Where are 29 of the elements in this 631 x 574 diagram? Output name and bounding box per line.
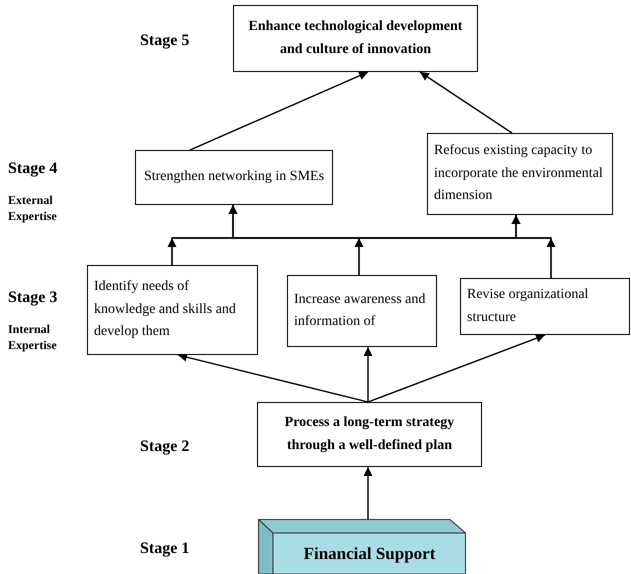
box-text: Increase awareness and information of <box>293 290 426 331</box>
stage-subtitle: External Expertise <box>8 192 58 224</box>
process-box <box>287 275 437 347</box>
arrow <box>368 334 546 403</box>
arrow <box>364 347 372 402</box>
process-box <box>427 133 613 215</box>
process-box <box>135 150 333 205</box>
arrow <box>190 71 368 151</box>
stage-label: Stage 2 <box>140 437 190 457</box>
arrow <box>420 71 512 134</box>
stage-label: Stage 1 <box>140 539 190 559</box>
box-text: Revise organizational structure <box>466 286 590 326</box>
stage-label: Stage 5 <box>140 31 190 51</box>
box-text: Strengthen networking in SMEs <box>142 168 326 186</box>
stage-subtitle: Internal Expertise <box>8 321 58 354</box>
stage-label: Stage 4 <box>8 159 58 179</box>
stage-label: Stage 3 <box>8 288 58 308</box>
arrow <box>178 352 368 403</box>
process-box <box>233 5 478 72</box>
box-text: Financial Support <box>302 542 436 565</box>
box-text: Identify needs of knowledge and skills and develop them <box>93 278 237 342</box>
process-box <box>87 265 258 355</box>
arrow <box>512 215 552 278</box>
box-text: Refocus existing capacity to incorporate the environmental dimension <box>433 142 604 206</box>
arrow <box>364 467 372 519</box>
process-box <box>460 278 630 335</box>
process-box <box>257 402 482 467</box>
box-text: Process a long-term strategy through a well-defined plan <box>284 414 456 454</box>
box-text: Enhance technological development and culture of innovation <box>248 18 464 58</box>
